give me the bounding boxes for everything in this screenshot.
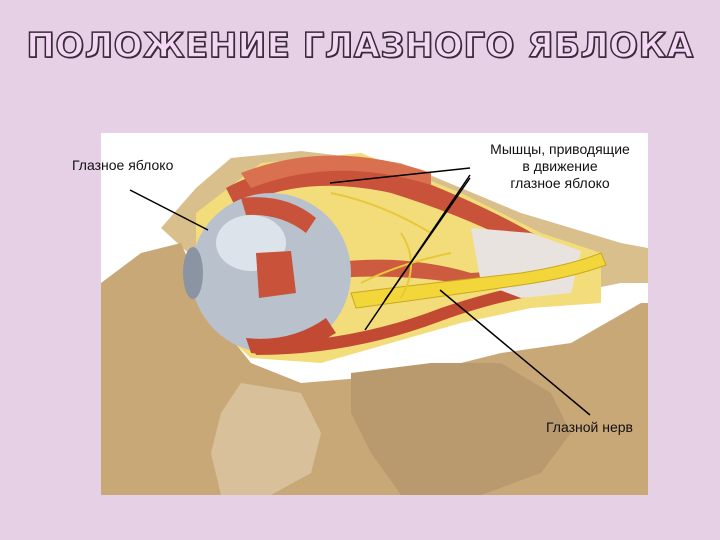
maxilla-bone [211,383,321,495]
globe-muscle-top [241,197,316,233]
label-muscles: Мышцы, приводящие в движение глазное ябл… [470,141,650,192]
label-muscles-line1: Мышцы, приводящие [490,141,630,157]
label-optic-nerve: Глазной нерв [546,419,633,435]
label-eyeball: Глазное яблоко [72,157,174,173]
globe-muscle-center [256,251,296,298]
page-title: ПОЛОЖЕНИЕ ГЛАЗНОГО ЯБЛОКА [26,25,694,67]
label-muscles-line2: в движение [522,158,598,174]
levator-muscle [241,155,431,188]
globe-muscle-bottom [246,318,336,354]
label-muscles-line3: глазное яблоко [510,175,610,191]
superior-rectus-muscle [226,163,541,251]
cornea [183,247,203,299]
